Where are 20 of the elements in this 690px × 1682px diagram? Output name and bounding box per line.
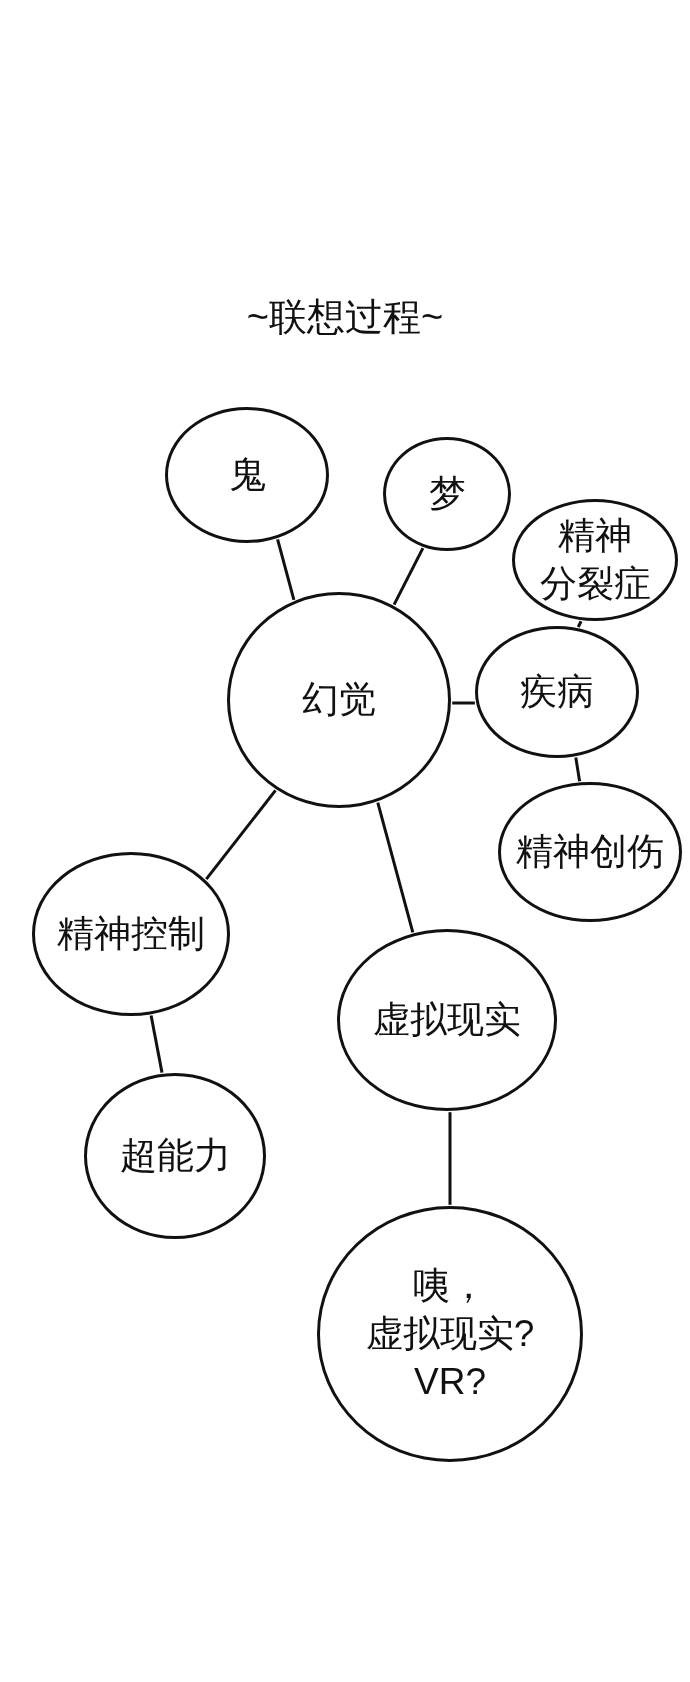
ellipse-node: 精神控制 bbox=[32, 852, 230, 1016]
connector-line bbox=[149, 1015, 164, 1073]
connector-line bbox=[576, 620, 583, 628]
ellipse-node: 疾病 bbox=[475, 626, 639, 758]
connector-line bbox=[574, 757, 582, 782]
ellipse-node: 超能力 bbox=[84, 1073, 266, 1239]
ellipse-node: 咦，虚拟现实?VR? bbox=[317, 1206, 583, 1462]
ellipse-node: 鬼 bbox=[165, 407, 329, 543]
connector-line bbox=[392, 547, 425, 606]
connector-line bbox=[205, 789, 277, 881]
ellipse-node: 梦 bbox=[383, 437, 511, 551]
ellipse-node: 虚拟现实 bbox=[337, 929, 557, 1111]
title: ~联想过程~ bbox=[246, 295, 444, 340]
connector-line bbox=[452, 701, 475, 705]
ellipse-node: 幻觉 bbox=[227, 592, 451, 808]
connector-line bbox=[448, 1112, 452, 1205]
ellipse-node: 精神创伤 bbox=[498, 782, 682, 922]
connector-line bbox=[376, 802, 415, 933]
ellipse-node: 精神分裂症 bbox=[512, 499, 678, 621]
connector-line bbox=[276, 539, 296, 601]
